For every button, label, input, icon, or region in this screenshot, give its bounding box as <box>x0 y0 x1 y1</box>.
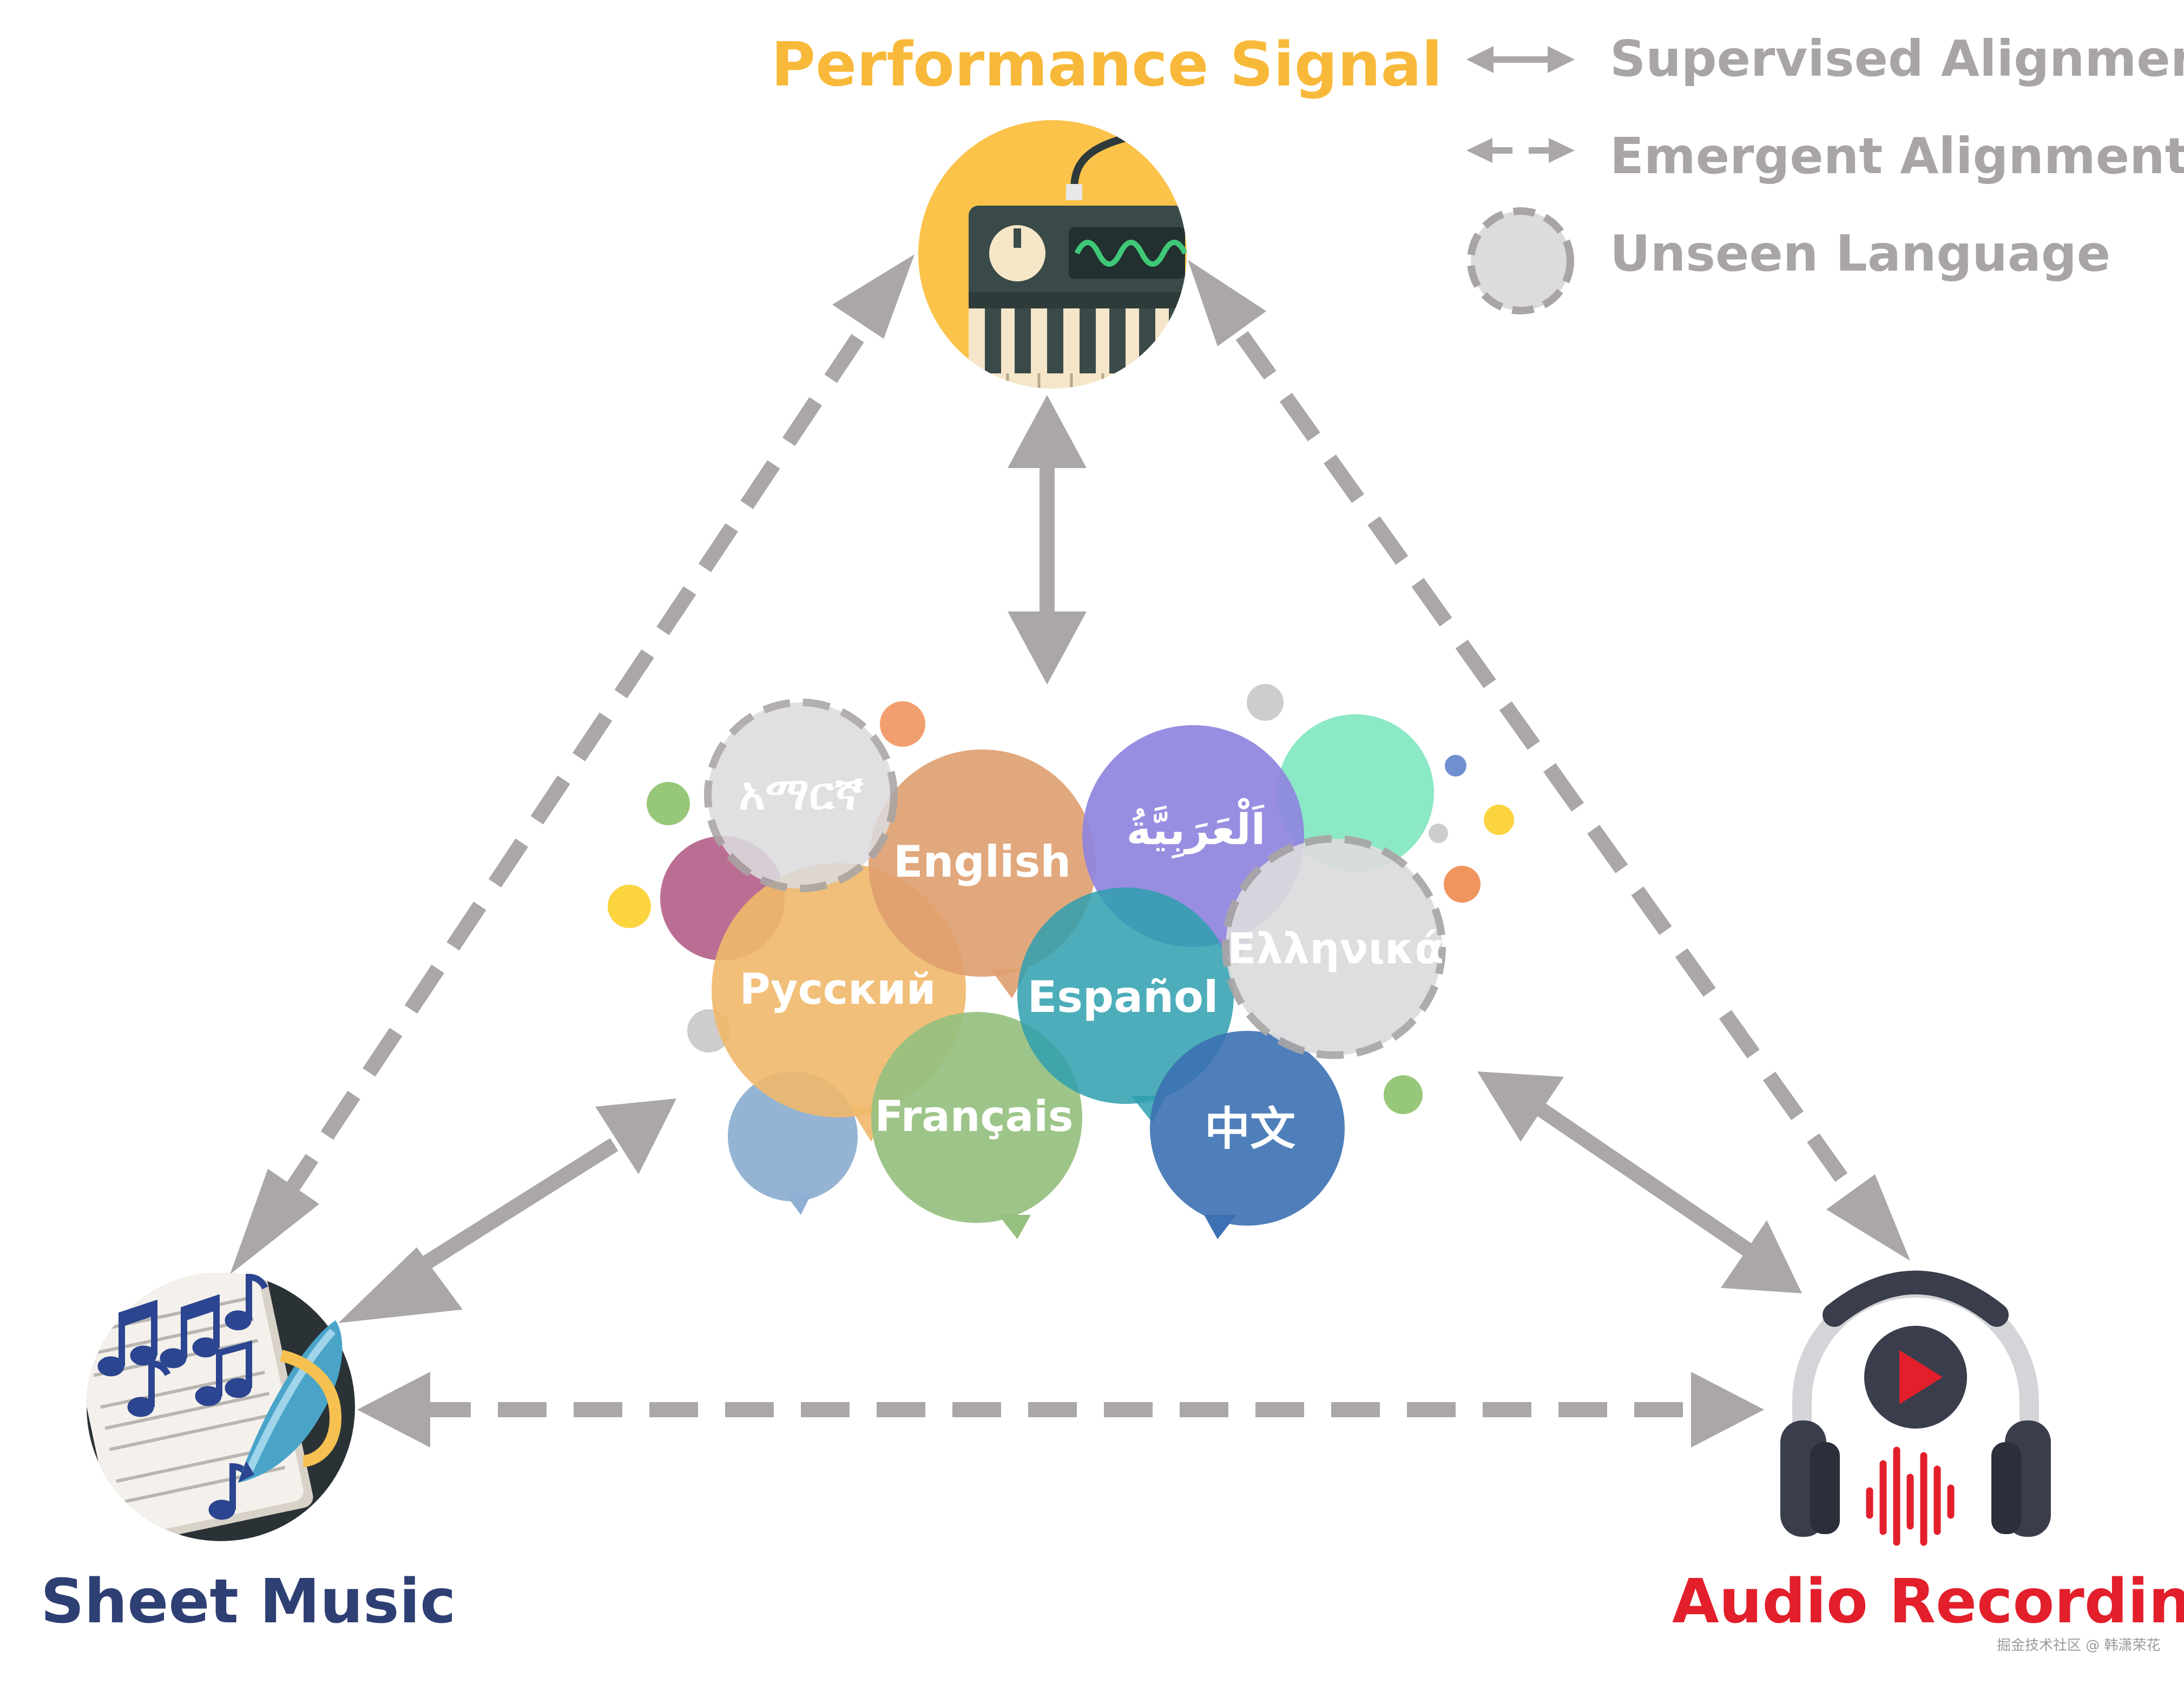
synthesizer-keyboard-icon <box>918 120 1187 389</box>
performance-signal-title: Performance Signal <box>771 30 1443 100</box>
audio-recording-title: Audio Recording <box>1672 1567 2184 1637</box>
emergent-arrow-performance-audio <box>1188 260 1910 1261</box>
label-arabic: اَلْعَرَبِيَّةُ <box>1126 798 1265 859</box>
bubble-chinese <box>1150 1031 1345 1239</box>
label-english: English <box>893 837 1071 887</box>
bubble-english <box>869 749 1096 998</box>
bubble-mint <box>1277 714 1434 871</box>
label-spanish: Español <box>1028 972 1219 1022</box>
watermark: 掘金技术社区 @ 韩潇荣花 <box>1997 1637 2161 1654</box>
supervised-arrow-languages-sheet <box>338 1098 676 1323</box>
label-french: Français <box>875 1093 1074 1141</box>
alignment-arrows <box>230 254 1910 1448</box>
emergent-arrow-performance-sheet <box>230 254 915 1274</box>
language-cluster: አማርኛ English اَلْعَرَبِيَّةُ Русский Esp… <box>608 684 1514 1239</box>
legend-supervised-label: Supervised Alignment <box>1610 30 2184 88</box>
label-amharic: አማርኛ <box>739 767 865 820</box>
label-russian: Русский <box>740 965 936 1014</box>
legend-unseen-label: Unseen Language <box>1610 225 2111 282</box>
legend-emergent-label: Emergent Alignment <box>1610 127 2184 185</box>
label-greek: Ελληνικά <box>1227 925 1444 973</box>
legend-supervised-symbol <box>1466 46 1575 73</box>
sound-wave <box>1866 1446 1955 1546</box>
sheet-music-pen-icon <box>87 1273 355 1541</box>
headphones-play-icon <box>1780 1271 2051 1546</box>
legend-unseen-symbol <box>1467 207 1574 314</box>
bubble-greek-unseen <box>1222 835 1446 1059</box>
legend <box>1466 46 1575 314</box>
label-chinese: 中文 <box>1205 1102 1295 1155</box>
bubble-french <box>871 1012 1082 1239</box>
emergent-arrow-sheet-audio <box>357 1372 1764 1448</box>
legend-emergent-symbol <box>1466 138 1575 163</box>
music-notes <box>97 1273 268 1520</box>
sheet-music-title: Sheet Music <box>41 1567 456 1637</box>
supervised-arrow-performance-languages <box>1008 395 1087 685</box>
supervised-arrow-languages-audio <box>1477 1071 1802 1293</box>
quill-pen <box>238 1320 343 1483</box>
bubble-amharic-unseen <box>704 699 898 892</box>
